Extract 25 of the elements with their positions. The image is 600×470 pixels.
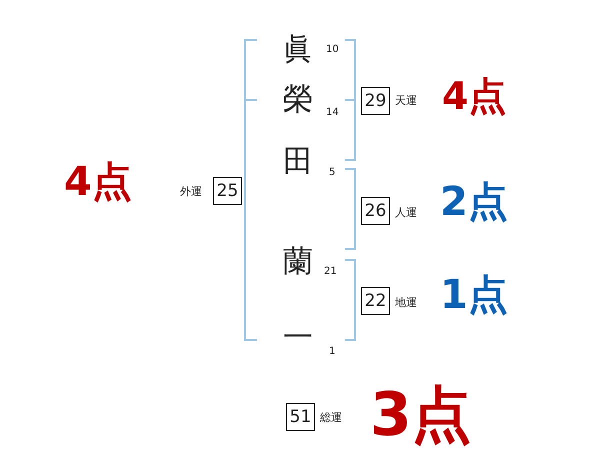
score-label: 4点 xyxy=(442,74,506,120)
number-box: 29 xyxy=(361,87,390,115)
score-label: 1点 xyxy=(440,271,508,319)
number-box: 51 xyxy=(286,403,315,431)
stroke-count: 14 xyxy=(326,107,339,119)
number-box: 22 xyxy=(361,287,390,315)
number-box: 25 xyxy=(213,177,242,205)
stroke-count: 1 xyxy=(329,346,336,358)
name-character: 蘭 xyxy=(283,244,313,280)
name-character: 一 xyxy=(283,320,313,356)
name-character: 田 xyxy=(283,144,313,180)
number-box: 26 xyxy=(361,197,390,225)
stroke-count: 5 xyxy=(329,167,336,179)
score-label: 3点 xyxy=(370,379,472,451)
fortune-label: 外運 xyxy=(180,185,202,199)
fortune-label: 総運 xyxy=(320,411,342,425)
fortune-label: 地運 xyxy=(395,296,417,310)
score-label: 2点 xyxy=(440,178,508,226)
fortune-label: 人運 xyxy=(395,206,417,220)
fortune-label: 天運 xyxy=(395,94,417,108)
score-label: 4点 xyxy=(64,158,132,206)
stroke-count: 21 xyxy=(324,266,337,278)
name-character: 榮 xyxy=(283,82,313,118)
name-character: 眞 xyxy=(283,32,313,68)
stroke-count: 10 xyxy=(326,44,339,56)
